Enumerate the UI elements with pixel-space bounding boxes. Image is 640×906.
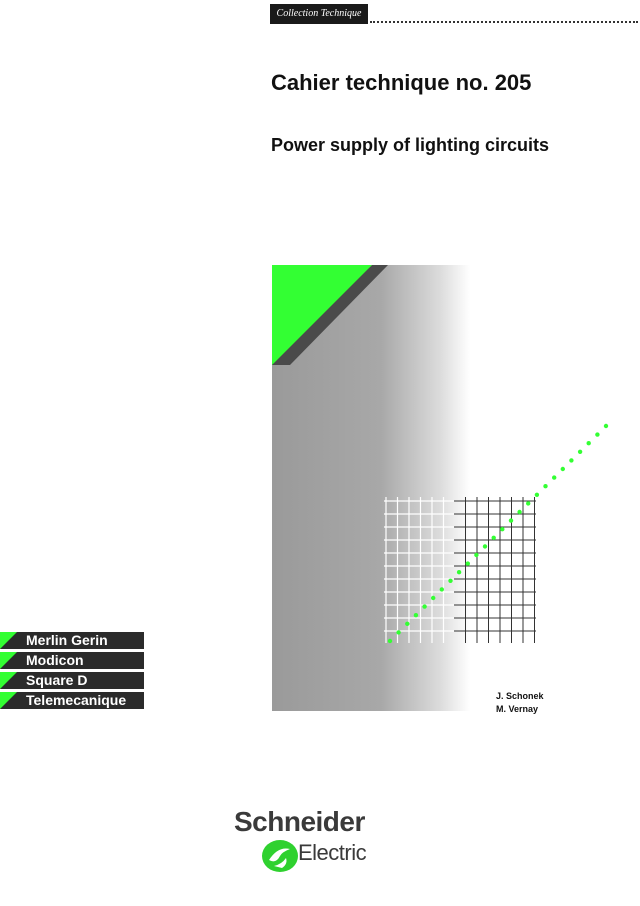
author-1: J. Schonek <box>496 691 544 701</box>
green-dot <box>595 432 600 437</box>
logo-wordmark-bottom: Electric <box>298 840 367 865</box>
green-dot <box>439 587 444 592</box>
green-dot <box>543 484 548 489</box>
collection-label: Collection Technique <box>270 4 368 24</box>
green-dot <box>491 535 496 540</box>
green-dot <box>465 561 470 566</box>
green-dot <box>500 527 505 532</box>
green-dot <box>577 449 583 454</box>
green-dot <box>534 492 540 497</box>
green-dot <box>396 630 401 635</box>
collection-header: Collection Technique <box>270 0 640 26</box>
brand-label: Merlin Gerin <box>26 632 108 648</box>
green-dot <box>552 475 557 480</box>
dark-stripe <box>272 265 388 365</box>
brand-telemecanique: Telemecanique <box>0 692 144 709</box>
green-dot <box>482 544 488 549</box>
brand-square-d: Square D <box>0 672 144 689</box>
green-corner-icon <box>0 672 17 689</box>
brand-modicon: Modicon <box>0 652 144 669</box>
green-dotted-line <box>387 423 609 644</box>
green-triangle <box>272 265 372 365</box>
cover-graphic <box>272 265 609 711</box>
green-dot <box>448 578 453 583</box>
green-dot <box>431 595 436 601</box>
schneider-electric-logo: Schneider Electric <box>232 806 392 876</box>
green-corner-icon <box>0 632 17 649</box>
green-corner-icon <box>0 652 17 669</box>
green-dot <box>387 638 393 644</box>
page-subtitle: Power supply of lighting circuits <box>271 135 550 155</box>
grid-dark <box>454 497 536 643</box>
logo-swirl-icon <box>262 840 298 872</box>
green-dot <box>456 570 462 575</box>
green-dot <box>560 466 565 472</box>
green-dot <box>569 458 574 463</box>
green-dot <box>603 423 609 429</box>
brand-label: Telemecanique <box>26 692 127 708</box>
green-dot <box>422 604 427 609</box>
green-dot <box>517 509 522 515</box>
logo-wordmark-top: Schneider <box>234 806 365 837</box>
green-dot <box>413 613 419 618</box>
brand-list: Merlin Gerin Modicon Square D Telemecani… <box>0 632 144 712</box>
page-title: Cahier technique no. 205 <box>271 70 532 95</box>
green-dot <box>508 518 514 523</box>
green-dot <box>586 441 591 446</box>
green-dot <box>474 552 479 558</box>
dotted-rule <box>370 21 638 23</box>
brand-label: Square D <box>26 672 88 688</box>
brand-label: Modicon <box>26 652 84 668</box>
green-corner-icon <box>0 692 17 709</box>
author-2: M. Vernay <box>496 704 539 714</box>
green-dot <box>526 501 531 506</box>
grid-light <box>384 497 454 643</box>
green-dot <box>405 621 410 626</box>
authors: J. Schonek M. Vernay <box>496 690 544 716</box>
brand-merlin-gerin: Merlin Gerin <box>0 632 144 649</box>
